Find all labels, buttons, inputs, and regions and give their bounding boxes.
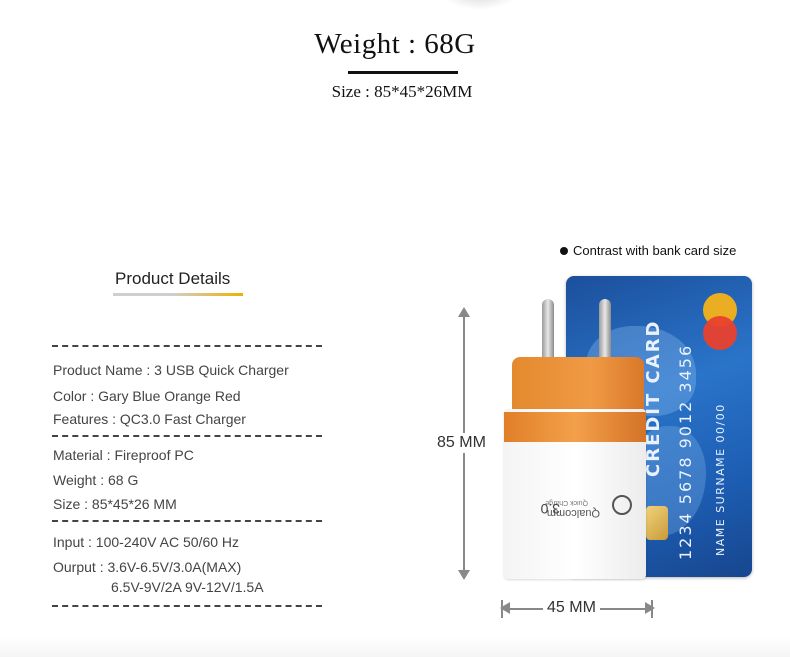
arrow-right-icon (645, 602, 655, 614)
bottom-strip (0, 636, 790, 657)
arrow-down-icon (458, 570, 470, 580)
spec-size: Size : 85*45*26 MM (53, 496, 177, 512)
size-heading: Size : 85*45*26MM (331, 82, 473, 101)
arrow-left-icon (500, 602, 510, 614)
product-details-underline (113, 293, 243, 296)
divider (52, 345, 322, 347)
mastercard-logo-icon (703, 316, 737, 350)
card-number: 1234 5678 9012 3456 (676, 343, 695, 560)
divider (52, 435, 322, 437)
charger-version: 3.0 (540, 501, 560, 517)
spec-color: Color : Gary Blue Orange Red (53, 388, 241, 404)
product-details-title: Product Details (115, 269, 231, 288)
contrast-note: Contrast with bank card size (560, 243, 736, 258)
spec-input: Input : 100-240V AC 50/60 Hz (53, 534, 240, 550)
card-chip-icon (646, 506, 668, 540)
arrow-up-icon (458, 307, 470, 317)
spec-output: Ourput : 3.6V-6.5V/3.0A(MAX) (53, 559, 242, 575)
spec-material: Material : Fireproof PC (53, 447, 194, 463)
width-label: 45 MM (543, 599, 600, 617)
divider (52, 605, 322, 607)
decorative-shadow (440, 0, 520, 10)
spec-output-continued: 6.5V-9V/2A 9V-12V/1.5A (111, 579, 264, 595)
weight-heading: Weight : 68G (314, 28, 476, 60)
card-title: CREDIT CARD (643, 319, 664, 478)
plug-pin (542, 299, 554, 359)
spec-weight: Weight : 68 G (53, 472, 139, 488)
heading-underline (348, 71, 458, 74)
height-label: 85 MM (437, 433, 486, 453)
contrast-note-text: Contrast with bank card size (573, 243, 737, 258)
card-name: NAME SURNAME 00/00 (714, 403, 727, 556)
qualcomm-logo-icon (612, 495, 632, 515)
charger-plug-housing (512, 357, 644, 417)
plug-pin (599, 299, 611, 359)
spec-product-name: Product Name : 3 USB Quick Charger (53, 362, 289, 378)
charger-collar (504, 412, 646, 442)
bullet-icon (560, 246, 568, 255)
divider (52, 520, 322, 522)
spec-features: Features : QC3.0 Fast Charger (53, 411, 246, 427)
